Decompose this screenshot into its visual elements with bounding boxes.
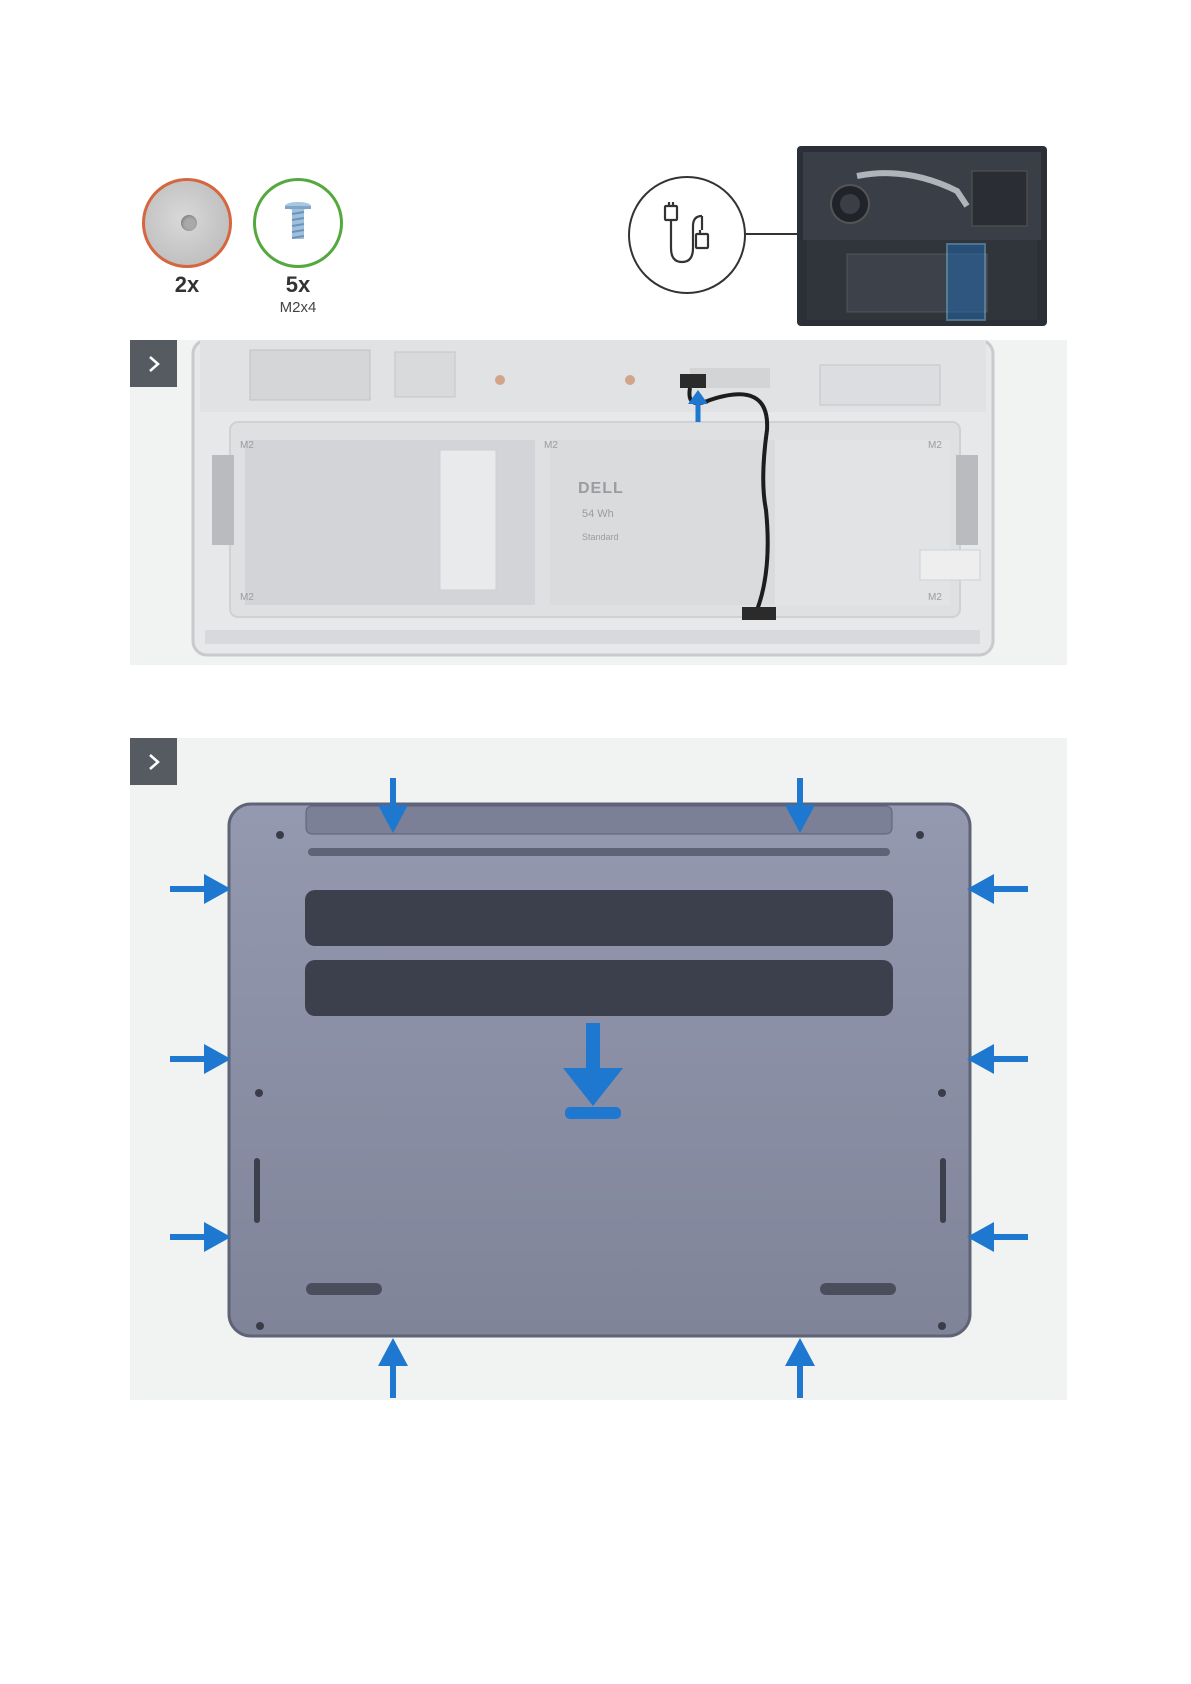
step-1-panel: DELL 54 Wh Standard M2 M2 M2 M2 M2 [130, 340, 1067, 665]
base-cover-illustration [130, 738, 1067, 1400]
chevron-right-icon [144, 354, 164, 374]
screw-label-5: M2 [928, 592, 942, 603]
screw-label-1: M2 [240, 440, 254, 451]
battery-brand-label: DELL [578, 480, 624, 498]
step-2-badge [130, 738, 177, 785]
battery-cable-illustration [130, 340, 1067, 665]
screw-label-3: M2 [928, 440, 942, 451]
rubber-foot-icon [142, 178, 232, 268]
step-1-badge [130, 340, 177, 387]
screw-icon [253, 178, 343, 268]
battery-type-label: Standard [582, 532, 619, 542]
screw-label-4: M2 [240, 592, 254, 603]
step-2-panel [130, 738, 1067, 1400]
screw-size: M2x4 [253, 299, 343, 316]
laptop-overview-image [797, 146, 1047, 326]
battery-cable-icon [628, 176, 746, 294]
rubber-foot-count: 2x [142, 272, 232, 298]
screw-count: 5x [253, 272, 343, 298]
screw-label-2: M2 [544, 440, 558, 451]
battery-capacity-label: 54 Wh [582, 508, 614, 520]
chevron-right-icon [144, 752, 164, 772]
